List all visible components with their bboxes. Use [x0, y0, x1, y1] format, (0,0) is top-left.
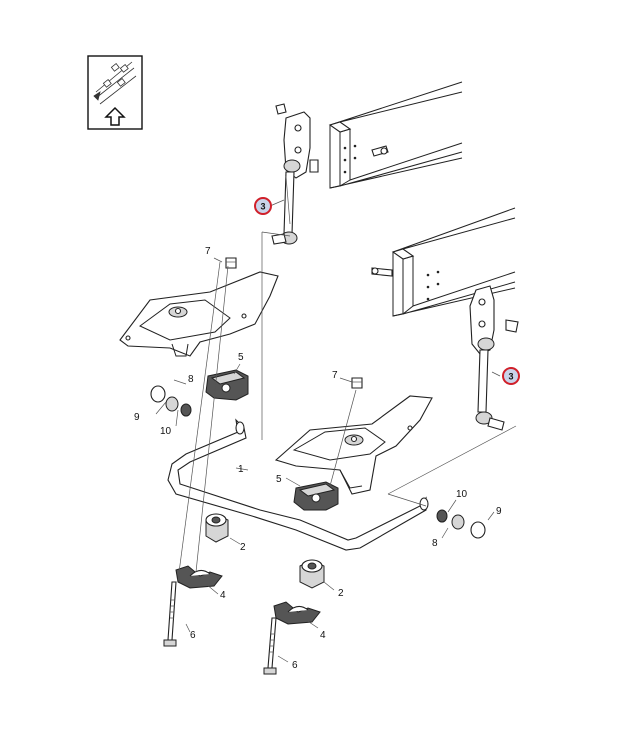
bushing-right [299, 559, 325, 589]
axle-bracket-left [119, 271, 279, 357]
callout-3a-text: 3 [260, 202, 265, 212]
leader-lines [155, 175, 517, 663]
label-5-lower: 5 [276, 474, 282, 485]
label-10-left: 10 [160, 426, 172, 437]
label-7-center: 7 [332, 370, 338, 381]
label-2-left: 2 [240, 542, 246, 553]
label-4-left: 4 [220, 590, 226, 601]
bolt-left [163, 581, 177, 647]
label-7-left: 7 [205, 246, 211, 257]
retainer-lower [293, 481, 339, 511]
label-9-left: 9 [134, 412, 140, 423]
callout-3a: 3 [254, 197, 272, 215]
label-5-upper: 5 [238, 352, 244, 363]
nut-left [225, 257, 237, 269]
stabilizer-link-right [469, 285, 519, 431]
retainer-upper [205, 369, 249, 401]
label-6-left: 6 [190, 630, 196, 641]
view-direction-icon [87, 55, 143, 130]
bushing-stack-right [436, 509, 486, 539]
callout-3b-text: 3 [508, 372, 513, 382]
label-8-right: 8 [432, 538, 438, 549]
part-labels: 7 5 8 9 10 1 5 2 4 6 2 4 6 7 10 8 9 [134, 246, 502, 671]
label-4-right: 4 [320, 630, 326, 641]
label-8-left: 8 [188, 374, 194, 385]
label-9-right: 9 [496, 506, 502, 517]
clamp-right [273, 601, 321, 625]
axle-bracket-right [274, 395, 433, 495]
clamp-left [175, 565, 223, 589]
label-1: 1 [238, 464, 244, 475]
label-2-right: 2 [338, 588, 344, 599]
up-arrow-icon [104, 106, 126, 126]
stabilizer-link-left [271, 103, 319, 245]
callout-3b: 3 [502, 367, 520, 385]
nut-center [351, 377, 363, 389]
label-10-right: 10 [456, 489, 468, 500]
bushing-stack-left [150, 385, 192, 417]
bolt-right [263, 617, 277, 675]
frame-rail-lower [371, 207, 516, 317]
stabilizer-bar [167, 418, 429, 551]
label-6-right: 6 [292, 660, 298, 671]
frame-rail-upper [328, 81, 463, 189]
bushing-left [205, 513, 229, 543]
